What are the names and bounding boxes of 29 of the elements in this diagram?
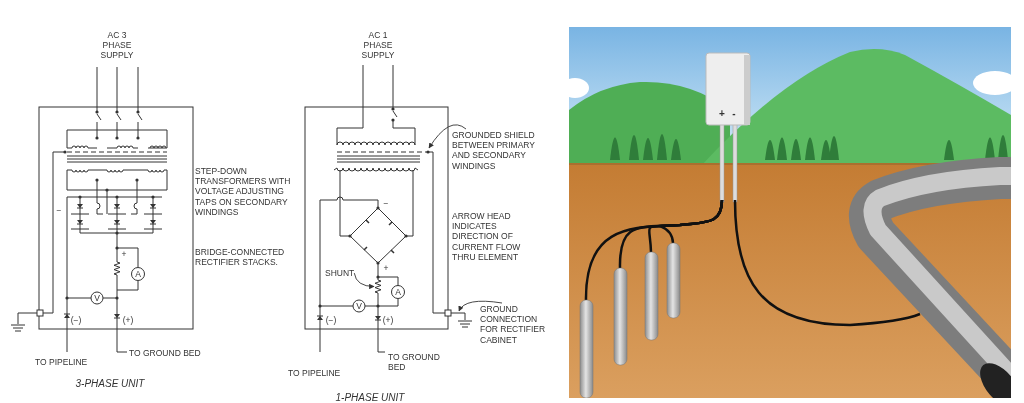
terminal-label: TO PIPELINE [288,368,341,379]
annotation-text: BRIDGE-CONNECTED RECTIFIER STACKS. [195,247,286,268]
supply-label: AC 1 PHASE SUPPLY [360,30,396,61]
callout-text: GROUNDED SHIELD BETWEEN PRIMARY AND SECONDARY WINDINGS [452,130,546,171]
callout-text: GROUND CONNECTION FOR RECTIFIER CABINET [480,304,556,345]
terminal-label: TO GROUND BED [129,348,201,359]
annotation-text: − [383,197,389,209]
callout-text: SHUNT [325,268,355,279]
meter-letter: V [356,300,362,312]
terminal-label: TO PIPELINE [35,357,88,368]
polarity-sign: + [121,248,127,260]
annotation-text: + [383,262,389,274]
meter-letter: V [94,292,100,304]
meter-letter: A [135,268,141,280]
ammeter-symbol: (−) [325,314,337,326]
shunt-resistor-symbol [374,279,382,294]
polarity-sign: − [56,204,62,216]
supply-label: AC 3 PHASE SUPPLY [99,30,135,61]
polarity-sign: - [732,108,736,120]
annotation-text: ARROW HEAD INDICATES DIRECTION OF CURRENT FLOW THRU ELEMENT [452,211,522,262]
terminal-label: TO GROUND BED [388,352,441,373]
terminal-label: (−) [70,314,82,326]
terminal-label: (+) [122,314,134,326]
terminal-label: 1-PHASE UNIT [335,392,405,403]
annotation-text: STEP-DOWN TRANSFORMERS WITH VOLTAGE ADJUSTING TAPS ON SECONDARY WINDINGS [195,166,292,217]
polarity-sign: + [719,108,725,120]
figure-caption: 3-PHASE UNIT [75,378,145,390]
meter-letter: A [395,286,401,298]
voltmeter-symbol: (+) [382,314,394,326]
